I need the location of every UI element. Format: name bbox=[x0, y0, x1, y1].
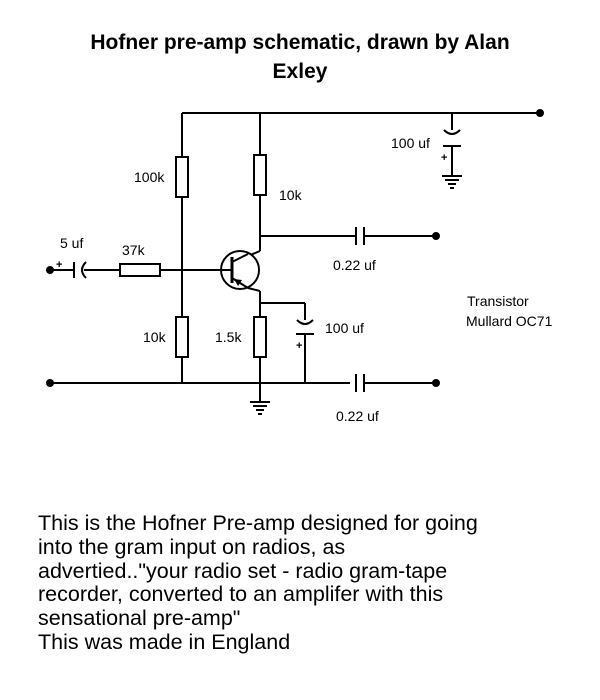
schematic-diagram: 100k 10k 37k 10k 1.5k 5 uf 100 uf 100 uf… bbox=[46, 109, 553, 424]
description-line: into the gram input on radios, as bbox=[38, 534, 346, 559]
label-10k-bias: 10k bbox=[143, 329, 167, 345]
resistor-10k-collector bbox=[253, 154, 267, 196]
description-line: This was made in England bbox=[38, 629, 291, 654]
bottom-rail-terminal-left bbox=[46, 379, 54, 387]
page-title: Hofner pre-amp schematic, drawn by Alan … bbox=[30, 28, 570, 86]
label-100uf-top: 100 uf bbox=[391, 135, 430, 151]
label-5uf: 5 uf bbox=[60, 235, 83, 251]
transistor-collector-lead bbox=[231, 253, 249, 263]
resistor-100k bbox=[175, 156, 189, 198]
cap-100uf-top-curved-plate bbox=[443, 129, 461, 135]
resistor-10k-bias bbox=[175, 316, 189, 358]
label-022-out: 0.22 uf bbox=[333, 257, 376, 273]
emitter-to-rail bbox=[247, 287, 261, 292]
output-terminal bbox=[432, 232, 440, 240]
plus-sign-input-cap: + bbox=[56, 259, 62, 271]
label-37k: 37k bbox=[122, 242, 146, 258]
description-line: recorder, converted to an amplifer with … bbox=[38, 582, 444, 607]
label-100uf-emitter: 100 uf bbox=[325, 320, 364, 336]
label-transistor-line2: Mullard OC71 bbox=[466, 313, 553, 329]
label-100k: 100k bbox=[134, 169, 165, 185]
title-line-2: Exley bbox=[272, 60, 328, 83]
resistor-1-5k bbox=[253, 316, 267, 358]
resistor-37k bbox=[119, 263, 161, 277]
bottom-output-terminal bbox=[432, 379, 440, 387]
transistor-emitter-arrow bbox=[234, 279, 242, 286]
label-022-bottom: 0.22 uf bbox=[336, 408, 379, 424]
label-10k-collector: 10k bbox=[279, 187, 303, 203]
plus-sign-emitter-cap: + bbox=[296, 340, 302, 352]
description-text: This is the Hofner Pre-amp designed for … bbox=[38, 511, 578, 655]
label-1-5k: 1.5k bbox=[215, 329, 242, 345]
description-line: sensational pre-amp" bbox=[38, 606, 241, 631]
plus-sign-top-cap: + bbox=[441, 152, 447, 164]
cap-100uf-emitter-curved-plate bbox=[296, 319, 314, 325]
label-transistor-line1: Transistor bbox=[467, 293, 529, 309]
description-line: This is the Hofner Pre-amp designed for … bbox=[38, 511, 478, 535]
input-terminal bbox=[46, 266, 54, 274]
title-line-1: Hofner pre-amp schematic, drawn by Alan bbox=[90, 31, 510, 54]
description-line: advertied.."your radio set - radio gram-… bbox=[38, 558, 448, 583]
top-rail-terminal bbox=[536, 109, 544, 117]
cap-5uf-curved-plate bbox=[81, 261, 87, 279]
